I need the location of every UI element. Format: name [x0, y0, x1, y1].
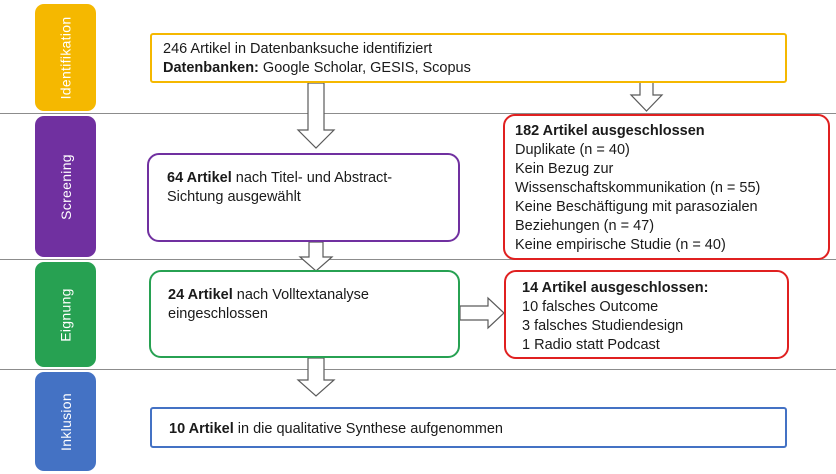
stage-tab-identifikation: Identifikation	[35, 4, 96, 111]
inclusion-text: in die qualitative Synthese aufgenommen	[233, 421, 503, 437]
screening-text1: nach Titel- und Abstract-	[231, 170, 393, 186]
ident-line1: 246 Artikel in Datenbanksuche identifizi…	[163, 41, 433, 57]
eligibility-line1: 24 Artikel nach Volltextanalyse	[168, 286, 458, 305]
exclusion2-title: 14 Artikel ausgeschlossen:	[522, 280, 709, 296]
divider-2	[0, 259, 836, 260]
screening-line2: Sichtung ausgewählt	[167, 189, 301, 205]
exclusion1-line: Keine empirische Studie (n = 40)	[515, 237, 726, 253]
exclusion1-line: Keine Beschäftigung mit parasozialen	[515, 199, 758, 215]
exclusion1-line: Wissenschaftskommunikation (n = 55)	[515, 180, 761, 196]
eligibility-box: 24 Artikel nach Volltextanalyse eingesch…	[149, 270, 460, 358]
inclusion-box: 10 Artikel in die qualitative Synthese a…	[150, 407, 787, 448]
divider-1	[0, 113, 836, 114]
eligibility-line2: eingeschlossen	[168, 306, 268, 322]
arrow-down-ident-to-excl	[629, 81, 664, 112]
exclusion1-title: 182 Artikel ausgeschlossen	[515, 123, 705, 139]
exclusion2-line: 1 Radio statt Podcast	[522, 337, 660, 353]
eligibility-count: 24 Artikel	[168, 287, 233, 303]
arrow-down-screen-to-eign	[298, 241, 334, 272]
screening-line1: 64 Artikel nach Titel- und Abstract-	[167, 169, 458, 188]
exclusion-box-eligibility: 14 Artikel ausgeschlossen: 10 falsches O…	[504, 270, 789, 359]
arrow-down-ident-to-screen	[296, 82, 336, 149]
identification-box: 246 Artikel in Datenbanksuche identifizi…	[150, 33, 787, 83]
arrow-right-eign-to-excl	[459, 296, 505, 330]
exclusion1-line: Beziehungen (n = 47)	[515, 218, 655, 234]
stage-tab-screening: Screening	[35, 116, 96, 257]
exclusion1-line: Duplikate (n = 40)	[515, 142, 630, 158]
exclusion-box-screening: 182 Artikel ausgeschlossen Duplikate (n …	[503, 114, 830, 260]
stage-tab-eignung: Eignung	[35, 262, 96, 367]
screening-count: 64 Artikel	[167, 170, 232, 186]
screening-box: 64 Artikel nach Titel- und Abstract- Sic…	[147, 153, 460, 242]
divider-3	[0, 369, 836, 370]
databases-list: Google Scholar, GESIS, Scopus	[262, 60, 471, 76]
databases-label: Datenbanken:	[163, 60, 259, 76]
inclusion-count: 10 Artikel	[169, 421, 234, 437]
exclusion2-line: 3 falsches Studiendesign	[522, 318, 684, 334]
inclusion-line: 10 Artikel in die qualitative Synthese a…	[169, 420, 785, 439]
exclusion2-line: 10 falsches Outcome	[522, 299, 659, 315]
arrow-down-eign-to-inkl	[296, 357, 336, 397]
exclusion1-line: Kein Bezug zur	[515, 161, 614, 177]
eligibility-text1: nach Volltextanalyse	[232, 287, 369, 303]
stage-tab-inklusion: Inklusion	[35, 372, 96, 471]
ident-line2: Datenbanken: Google Scholar, GESIS, Scop…	[163, 59, 785, 78]
